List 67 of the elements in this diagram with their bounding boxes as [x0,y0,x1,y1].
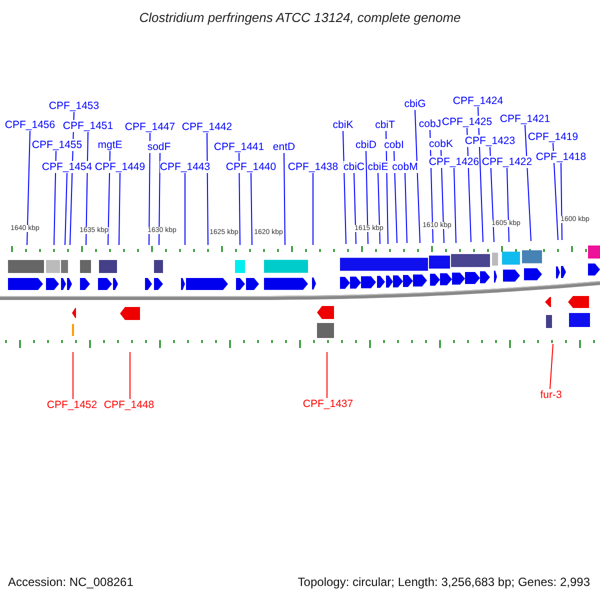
gene-label: CPF_1447 [124,121,176,133]
leader-line [250,172,252,246]
leader-line [386,130,388,244]
gene-label: cobI [384,139,404,151]
gene-label: CPF_1423 [464,135,516,147]
gene-label: CPF_1449 [94,161,146,173]
gene-label: cbiE [368,161,388,173]
leader-line [148,132,150,246]
gene-label: cobJ [418,118,442,130]
gene-label: CPF_1422 [482,156,532,168]
leader-line [550,344,554,390]
gene-label: cbiG [404,98,426,110]
title: Clostridium perfringens ATCC 13124, complete genome [138,10,462,25]
gene-label: CPF_1438 [288,161,338,173]
leader-line [394,150,398,244]
leader-line [454,168,456,244]
gene-label: CPF_1418 [536,151,586,163]
leader-line [206,132,208,246]
gene-label: CPF_1425 [442,116,492,128]
gene-label: cbiD [356,139,376,151]
leader-line [414,110,420,244]
leader-line [312,172,314,246]
gene-label: CPF_1426 [428,156,480,168]
gene-label: cbiC [344,161,364,173]
gene-label: CPF_1456 [4,119,56,131]
leader-line [366,150,368,244]
leader-line [64,172,68,246]
gene-label: mgtE [98,139,122,151]
gene-label: CPF_1451 [62,120,114,132]
gene-label: cobK [429,138,453,150]
gene-label: CPF_1419 [528,131,578,143]
leader-line [118,172,120,246]
gene-label: CPF_1443 [160,161,210,173]
gene-label: CPF_1454 [42,161,92,173]
leader-line [326,352,328,398]
gene-label: cbiT [375,119,395,131]
leader-line [552,142,558,240]
leader-line [342,130,346,244]
leader-line [560,162,562,240]
gene-label: CPF_1453 [48,100,100,112]
leader-line [54,150,56,246]
leader-line [284,152,286,246]
gene-label: CPF_1441 [214,141,264,153]
gene-label: cobM [392,161,418,173]
leader-line [378,172,380,244]
leader-line [354,172,356,244]
leader-line [238,152,240,246]
gene-label: entD [272,141,296,153]
footer-text: Topology: circular; Length: 3,256,683 bp; Genes: 2,993 [298,575,590,589]
gene-label: CPF_1442 [182,121,232,133]
leader-line [184,172,186,246]
leader-line [72,352,74,400]
gene-label: cbiK [332,119,354,131]
footer-text: Accession: NC_008261 [8,575,134,589]
gene-label: CPF_1452 [46,399,98,411]
gene-label: CPF_1440 [226,161,276,173]
leader-line [26,130,30,246]
leader-line [404,172,408,244]
gene-label: CPF_1455 [32,139,82,151]
gene-label: CPF_1421 [500,113,550,125]
gene-label: CPF_1437 [302,398,354,410]
gene-label: fur-3 [540,389,562,401]
gene-label: CPF_1424 [452,95,504,107]
gene-label: CPF_1448 [104,399,154,411]
leader-line [506,168,510,242]
leader-line [524,124,532,242]
gene-label: sodF [147,141,171,153]
